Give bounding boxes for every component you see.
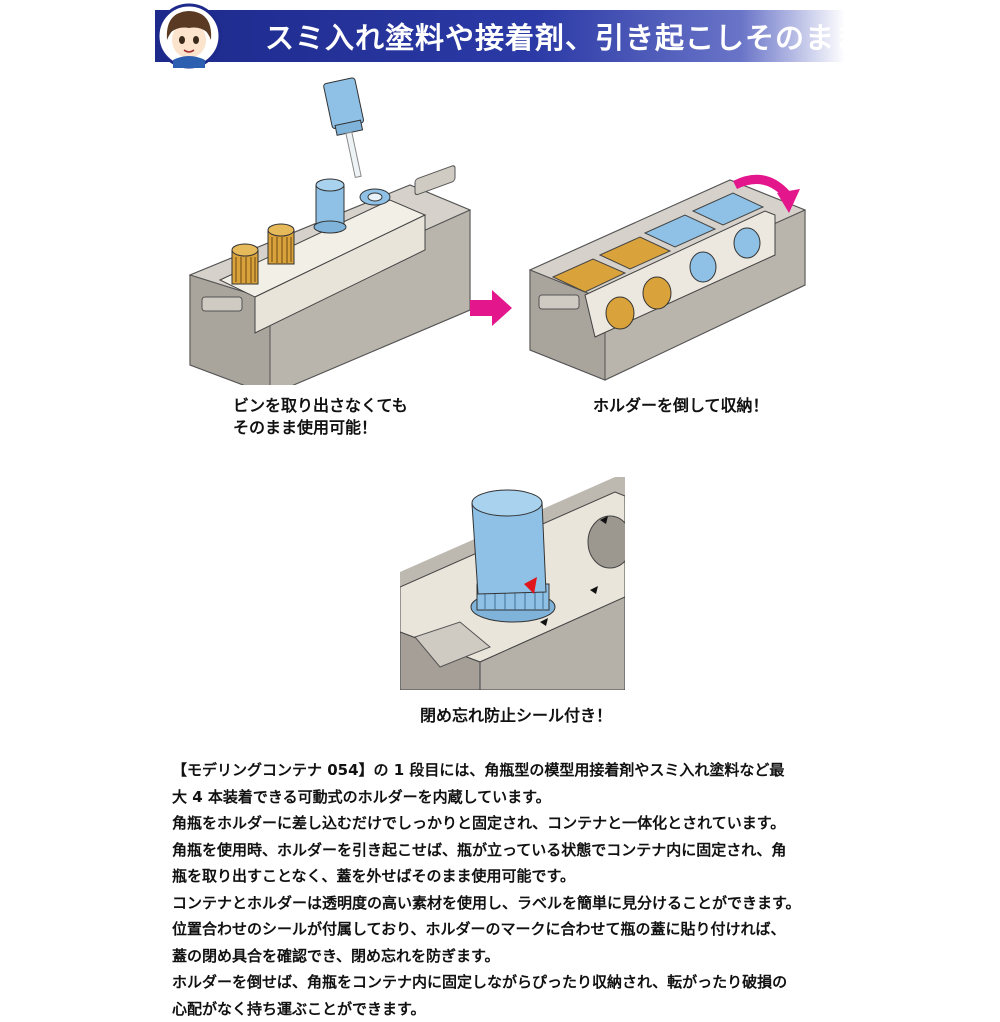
header-title: スミ入れ塗料や接着剤、引き起こしそのまま使う bbox=[265, 15, 925, 57]
description-line: 位置合わせのシールが付属しており、ホルダーのマークに合わせて瓶の蓋に貼り付ければ… bbox=[172, 916, 838, 943]
figure-caption-2: ホルダーを倒して収納！ bbox=[593, 395, 769, 417]
description-line: 角瓶をホルダーに差し込むだけでしっかりと固定され、コンテナと一体化とされています… bbox=[172, 810, 838, 837]
illustration-upright-holder bbox=[180, 75, 480, 385]
illustration-seal-closeup bbox=[400, 472, 625, 690]
description-line: 心配がなく持ち運ぶことができます。 bbox=[172, 996, 838, 1022]
right-arrow-icon bbox=[470, 290, 512, 326]
amber-bottle-1 bbox=[232, 244, 258, 284]
description-line: 【モデリングコンテナ 054】の 1 段目には、角瓶型の模型用接着剤やスミ入れ塗… bbox=[172, 757, 838, 784]
description-line: 蓋の閉め具合を確認でき、閉め忘れを防ぎます。 bbox=[172, 943, 838, 970]
description-line: ホルダーを倒せば、角瓶をコンテナ内に固定しながらぴったり収納され、転がったり破損… bbox=[172, 969, 838, 996]
figure-caption-1: ビンを取り出さなくても そのまま使用可能！ bbox=[233, 395, 408, 439]
figure-caption-3: 閉め忘れ防止シール付き！ bbox=[420, 705, 612, 727]
amber-bottle-2 bbox=[268, 224, 294, 264]
illustration-folded-holder bbox=[525, 155, 825, 385]
description-line: 瓶を取り出すことなく、蓋を外せばそのまま使用可能です。 bbox=[172, 863, 838, 890]
blue-bottle bbox=[314, 179, 346, 233]
description-line: 角瓶を使用時、ホルダーを引き起こせば、瓶が立っている状態でコンテナ内に固定され、… bbox=[172, 837, 838, 864]
product-description: 【モデリングコンテナ 054】の 1 段目には、角瓶型の模型用接着剤やスミ入れ塗… bbox=[172, 757, 838, 1022]
brush-cap bbox=[323, 77, 375, 180]
character-avatar bbox=[155, 2, 223, 70]
description-line: 大 4 本装着できる可動式のホルダーを内蔵しています。 bbox=[172, 784, 838, 811]
description-line: コンテナとホルダーは透明度の高い素材を使用し、ラベルを簡単に見分けることができま… bbox=[172, 890, 838, 917]
